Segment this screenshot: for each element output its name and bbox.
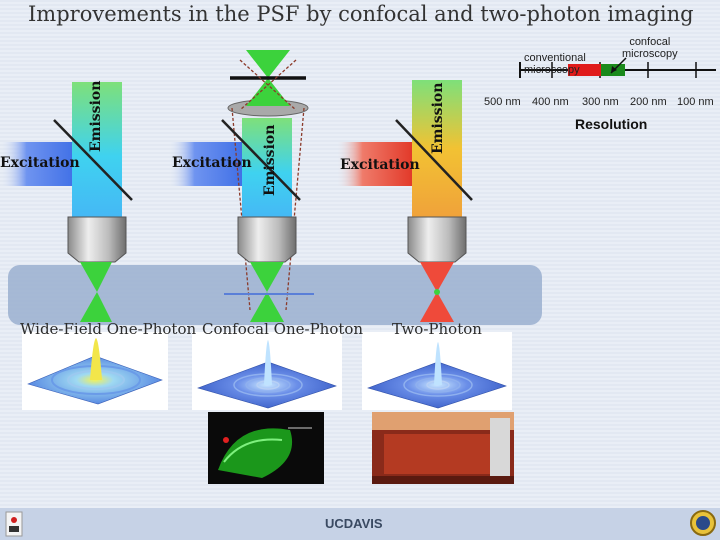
- ucdavis-logo: UCDAVIS: [325, 516, 383, 531]
- tp-objective: [407, 216, 467, 263]
- confocal-sample-photo: [208, 412, 324, 484]
- psf-twophoton-plot: [362, 332, 512, 410]
- twophoton-sample-photo: [372, 412, 514, 484]
- footer-bar: [0, 508, 720, 540]
- cf-dichroic-mirror: [221, 119, 301, 201]
- cf-focus-cone-top: [250, 262, 284, 292]
- tick-300nm: 300 nm: [582, 96, 619, 108]
- conventional-range-bar: [568, 64, 601, 76]
- wf-objective: [67, 216, 127, 263]
- tp-excitation-beam: [336, 142, 412, 186]
- cf-emission-beam: [242, 118, 292, 218]
- cf-pinhole-cone-top: [246, 50, 290, 78]
- psf-widefield-plot: [22, 332, 168, 410]
- tp-emission-label: Emission: [430, 82, 446, 154]
- wf-emission-label: Emission: [88, 80, 104, 152]
- tp-focus-cone-top: [420, 262, 454, 292]
- tick-100nm: 100 nm: [677, 96, 714, 108]
- tp-excitation-label: Excitation: [340, 157, 420, 173]
- tick-500nm: 500 nm: [484, 96, 521, 108]
- tick-400nm: 400 nm: [532, 96, 569, 108]
- tp-dichroic-mirror: [395, 119, 473, 201]
- wf-emission-beam: [72, 82, 122, 217]
- wf-excitation-label: Excitation: [0, 155, 80, 171]
- tp-focus-cone-bottom: [420, 292, 454, 322]
- wf-focus-cone-top: [80, 262, 112, 292]
- cf-excitation-beam: [168, 142, 244, 186]
- twophoton-label: Two-Photon: [392, 320, 482, 338]
- cf-excitation-label: Excitation: [172, 155, 252, 171]
- confocal-label: Confocal One-Photon: [202, 320, 364, 338]
- resolution-title: Resolution: [575, 116, 648, 132]
- conventional-microscopy-label: conventional microscopy: [524, 52, 586, 76]
- wf-excitation-beam: [0, 142, 76, 186]
- resolution-scale: [519, 57, 716, 78]
- slide-title: Improvements in the PSF by confocal and …: [28, 2, 694, 26]
- wf-dichroic-mirror: [53, 119, 133, 201]
- psf-confocal-plot: [192, 332, 342, 410]
- wf-focus-cone-bottom: [80, 292, 112, 322]
- tp-emission-beam: [412, 80, 462, 217]
- cf-pinhole-cone-bottom: [246, 78, 290, 106]
- widefield-label: Wide-Field One-Photon: [20, 320, 197, 338]
- tp-focal-spot: [434, 289, 440, 295]
- cf-emission-label: Emission: [262, 124, 278, 196]
- cf-objective: [237, 216, 297, 263]
- confocal-microscopy-label: confocal microscopy: [622, 36, 678, 60]
- tick-200nm: 200 nm: [630, 96, 667, 108]
- cf-focus-cone-bottom: [250, 292, 284, 322]
